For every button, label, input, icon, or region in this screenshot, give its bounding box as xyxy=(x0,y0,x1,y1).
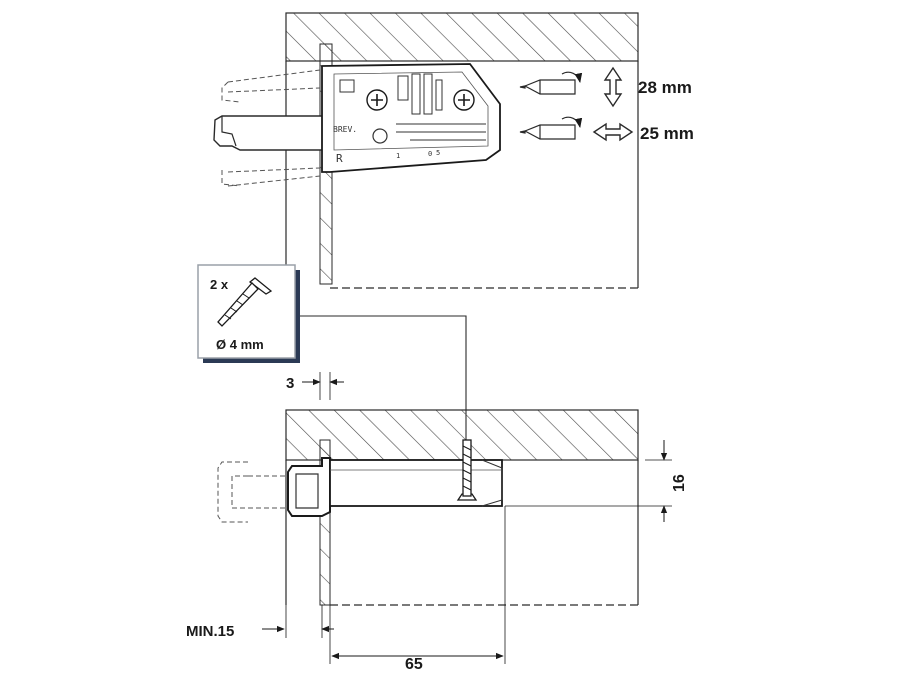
top-housing xyxy=(321,63,501,173)
bottom-front-clip xyxy=(287,457,331,517)
housing-c-icon xyxy=(372,128,388,144)
bottom-housing-end xyxy=(481,459,503,507)
screw-icon xyxy=(217,277,273,327)
arrow-horizontal-icon xyxy=(592,122,634,142)
adjust-vertical-label: 28 mm xyxy=(638,78,692,97)
top-view: BREV. R 1 0 5 28 mm 25 mm xyxy=(213,12,694,289)
top-plunger-hook xyxy=(221,116,237,147)
housing-scale-0: 0 xyxy=(428,150,432,158)
housing-mark-r: R xyxy=(336,152,343,165)
depth-dimension-label: 65 xyxy=(405,656,423,673)
housing-scale-1: 1 xyxy=(396,152,400,160)
housing-screw-left xyxy=(366,89,388,111)
screw-diameter: Ø 4 mm xyxy=(216,337,264,352)
adjust-horizontal-label: 25 mm xyxy=(640,124,694,143)
top-plunger xyxy=(213,115,331,151)
housing-ribs xyxy=(339,73,486,141)
screw-quantity: 2 x xyxy=(210,277,229,292)
bottom-housing xyxy=(329,459,503,507)
callout-leader-line xyxy=(300,315,467,440)
min-dimension-label: MIN.15 xyxy=(186,623,234,640)
screwdriver-icon-vertical xyxy=(519,71,583,95)
housing-mark-brev: BREV. xyxy=(333,125,357,134)
callout-box xyxy=(197,264,296,359)
bottom-board-hatch xyxy=(285,409,639,461)
ghost-front-upper xyxy=(221,69,321,103)
top-board-hatch xyxy=(285,12,639,62)
bottom-side-panel xyxy=(319,439,331,606)
ghost-front-lower xyxy=(221,167,321,187)
bottom-view: 3 16 MIN.15 xyxy=(186,372,688,673)
housing-scale-5: 5 xyxy=(436,149,440,157)
bottom-screw xyxy=(456,439,478,501)
height-dimension-label: 16 xyxy=(671,474,688,492)
gap-dimension-label: 3 xyxy=(286,375,294,392)
ghost-front-bottom xyxy=(217,461,286,523)
housing-screw-right xyxy=(453,89,475,111)
top-housing-inner xyxy=(333,71,489,151)
screwdriver-icon-horizontal xyxy=(519,116,583,140)
arrow-vertical-icon xyxy=(603,66,623,108)
bottom-front-clip-inner xyxy=(295,473,319,509)
screw-callout: 2 x Ø 4 mm xyxy=(197,264,467,440)
